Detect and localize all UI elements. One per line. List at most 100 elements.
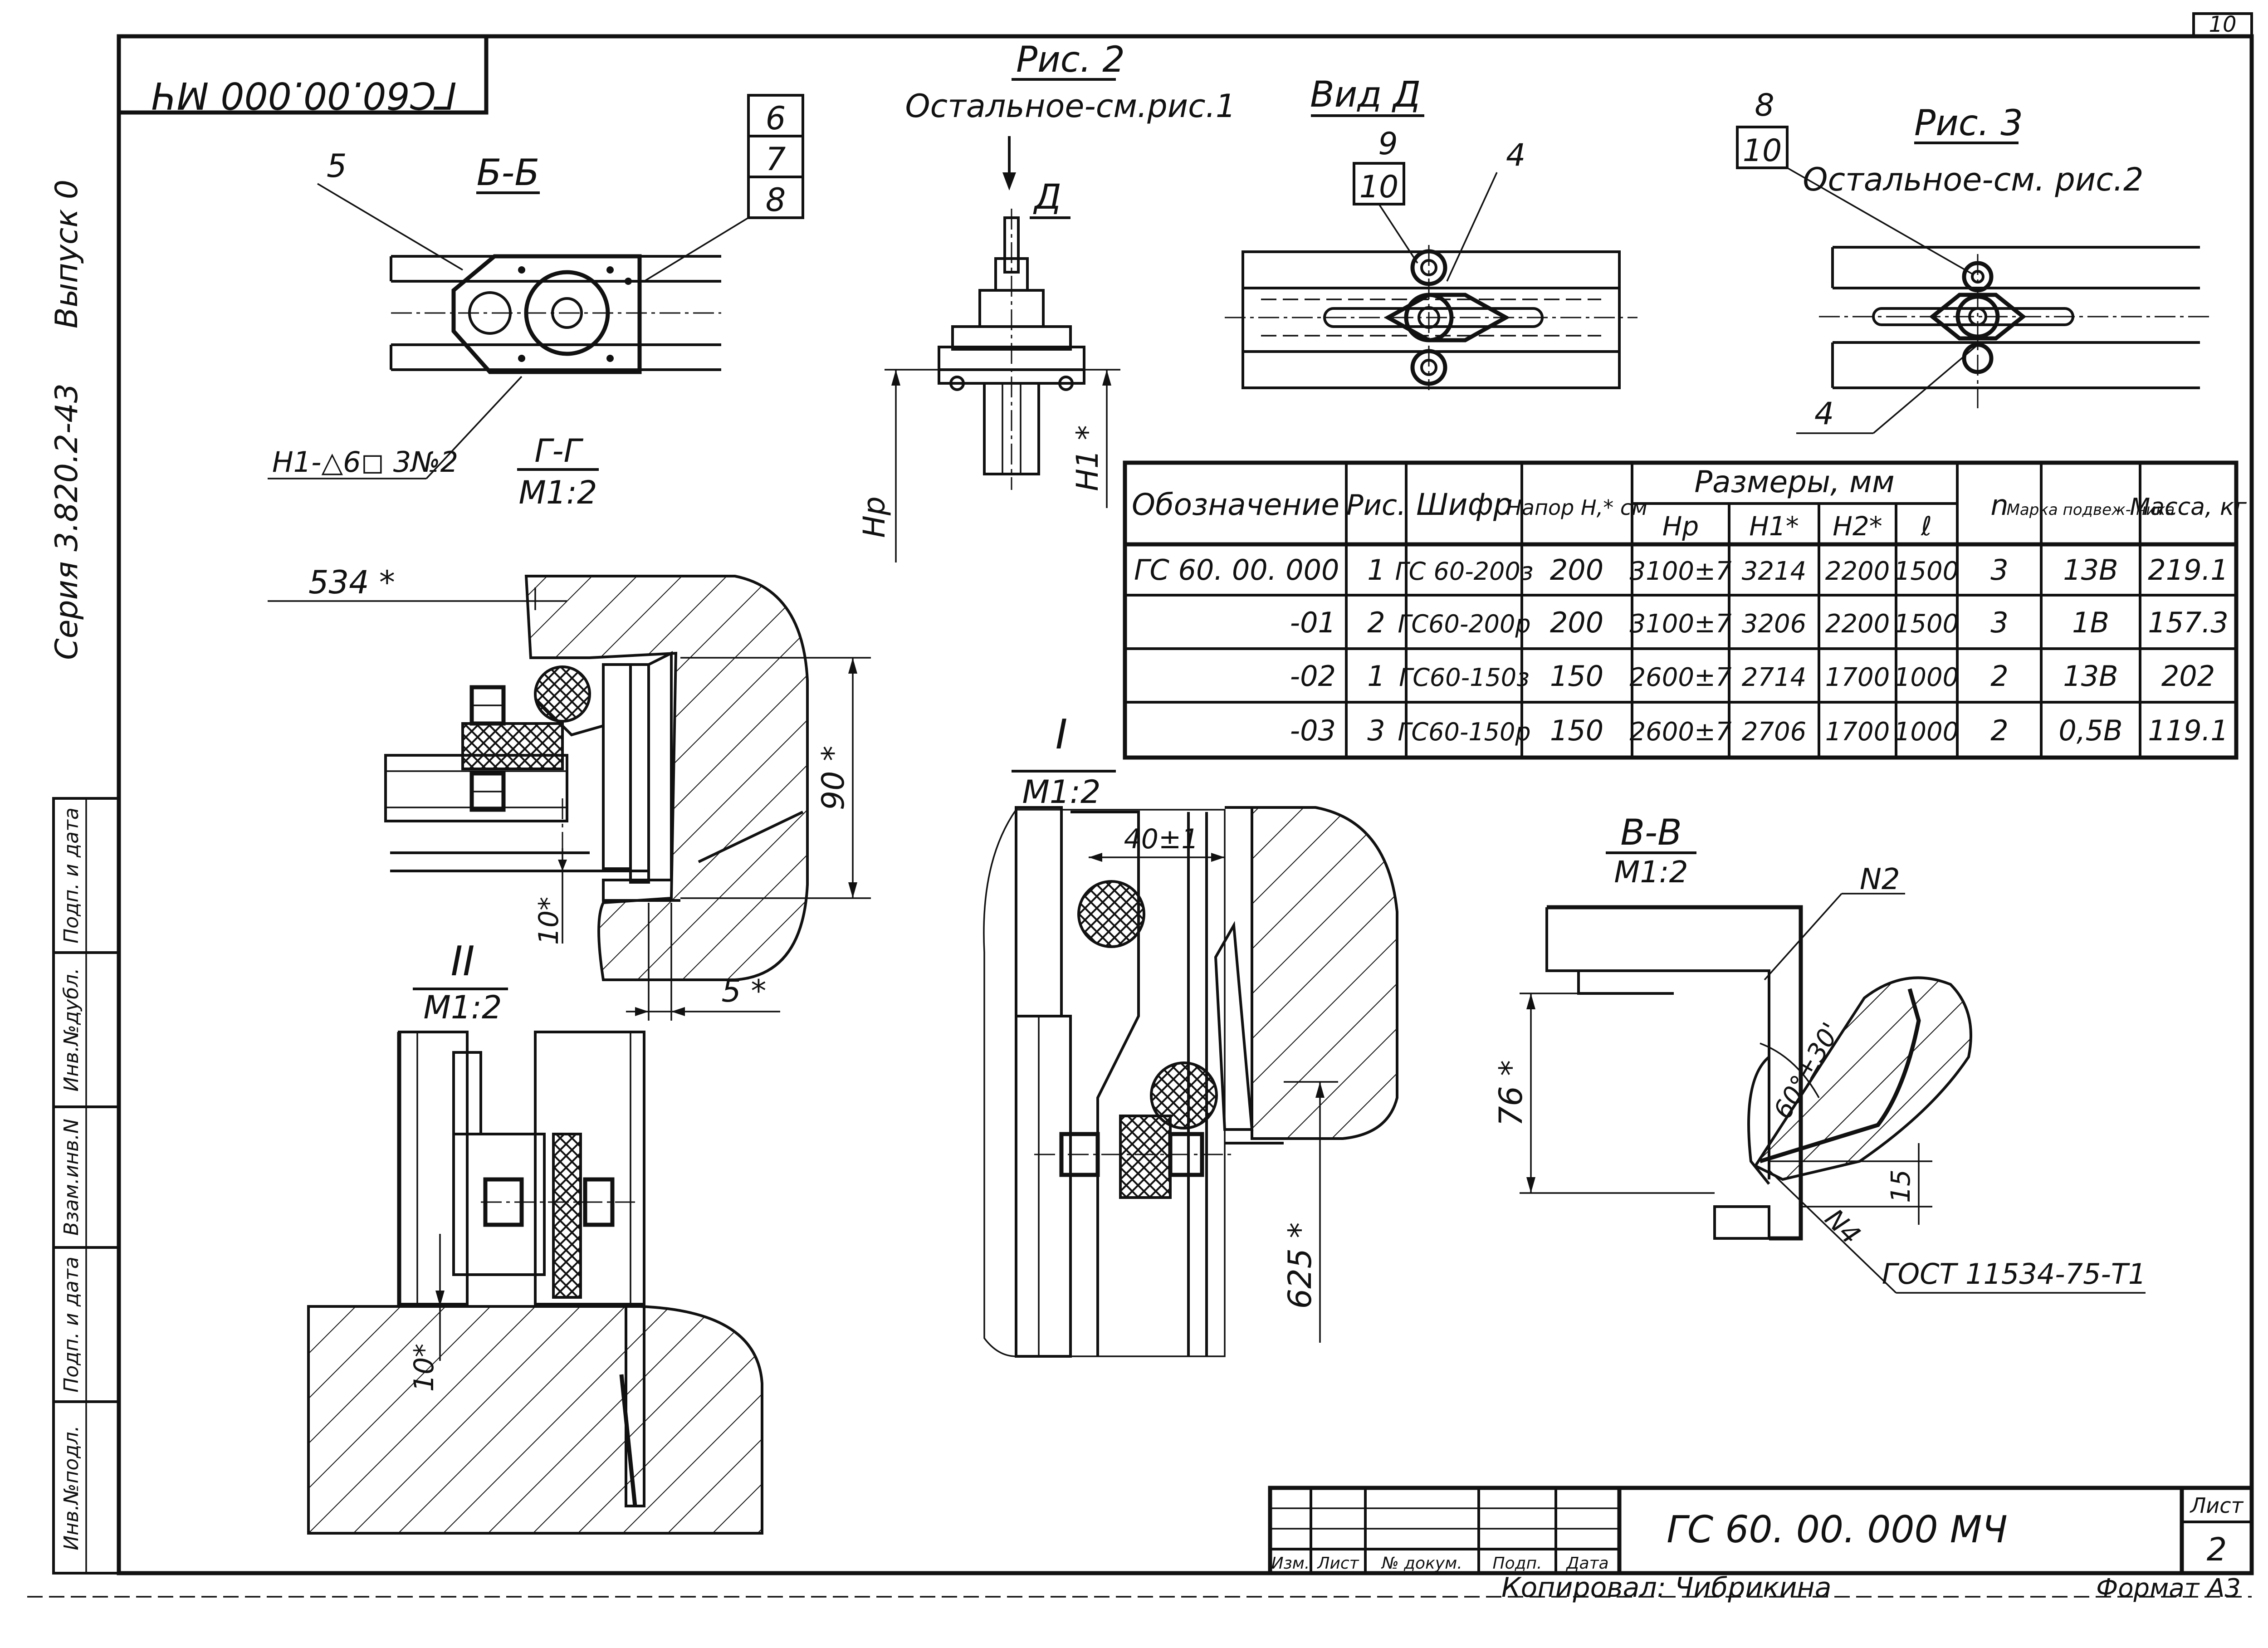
corner-number: 10 [2209,12,2236,37]
margin-cell-3: Взам.инв.N [60,1119,83,1236]
table-cell: 2714 [1742,663,1807,692]
view-d-label-4: 4 [1506,137,1525,173]
dim-76: 76 * [1492,1060,1530,1126]
gost-label: ГОСТ 11534-75-Т1 [1882,1257,2146,1291]
tb-col-doc: № докум. [1381,1554,1462,1573]
margin-cell-1: Инв.№подл. [60,1425,83,1550]
gg-title: Г-Г [534,432,583,469]
table-cell: 2600±7 [1629,717,1731,747]
fig3-label-4: 4 [1814,396,1834,432]
table-cell: 1 [1367,553,1385,587]
margin-cell-2: Подп. и дата [60,1257,83,1393]
fig2-note: Остальное-см.рис.1 [905,88,1236,125]
table-cell: 2200 [1825,557,1890,586]
table-cell: 1 [1367,660,1385,693]
side-issue: Выпуск 0 [49,180,85,328]
table-cell: 1000 [1894,663,1959,692]
tb-col-izm: Изм. [1271,1554,1310,1573]
left-margin-table: Подп. и дата Инв.№дубл. Взам.инв.N Подп.… [52,797,120,1575]
dim-h1: H1 * [1070,425,1105,491]
dim-40: 40±1 [1124,823,1199,855]
table-cell: 3206 [1742,609,1807,639]
table-cell: 150 [1550,660,1603,693]
fig3-title: Рис. 3 [1914,103,2023,144]
dim-hp: Hр [857,496,892,538]
th-n: n [1990,489,2008,522]
table-cell: 150 [1550,714,1603,747]
detail1-title: I [1056,711,1068,758]
doc-code: ГС 60. 00. 000 МЧ [1667,1508,2008,1551]
section-bb: Б-Б 5 6 7 8 Н1-△6◻ 3№2 Г-Г М1:2 [268,94,804,511]
fig3-note: Остальное-см. рис.2 [1803,161,2143,198]
table-cell: 3214 [1742,557,1807,586]
side-marks: Серия 3.820.2-43 Выпуск 0 [49,180,85,660]
view-d-arrow: Д [1033,176,1061,217]
bb-label-5: 5 [327,147,347,185]
table-cell: ГС 60-200з [1395,557,1534,586]
dim-534: 534 * [308,564,395,601]
main-seal-section: 534 * 90 * 10* [268,564,871,1021]
table-cell: 13В [2063,660,2118,693]
detail2-scale: М1:2 [423,989,502,1026]
bb-title: Б-Б [477,152,540,194]
table-cell: 2 [1990,714,2008,747]
gg-scale: М1:2 [518,474,597,511]
figure-2: Рис. 2 Остальное-см.рис.1 Д Hр H1 * [857,39,1236,562]
margin-cell-5: Подп. и дата [60,807,83,944]
table-cell: 0,5В [2058,714,2122,747]
table-cell: 1700 [1825,663,1890,692]
tb-col-date: Дата [1565,1554,1608,1573]
dim-15: 15 [1885,1169,1916,1203]
table-cell: 219.1 [2148,553,2229,587]
table-cell: 3100±7 [1629,609,1731,639]
n2-label: N2 [1860,863,1900,896]
th-designation: Обозначение [1132,487,1339,522]
th-figure: Рис. [1346,489,1406,522]
th-hp: Hр [1662,511,1699,542]
th-code: Шифр [1416,487,1512,522]
table-cell: 1В [2072,606,2109,639]
th-dimensions: Размеры, мм [1694,465,1894,499]
dim-10b: 10* [408,1344,440,1392]
dim-10a: 10* [533,897,565,945]
th-head: Напор Н,* см [1506,495,1647,520]
table-cell: ГС60-200р [1398,610,1530,638]
table-cell: ГС60-150з [1399,663,1530,692]
parameter-table: Обозначение Рис. Шифр Напор Н,* см Разме… [1123,460,2247,760]
table-cell: 13В [2063,553,2118,587]
detail2-title: II [450,938,474,985]
table-cell: 2 [1367,606,1385,639]
table-cell: 1700 [1825,717,1890,747]
sheet-label: Лист [2190,1493,2244,1518]
detail-1: I М1:2 40±1 625 * [983,711,1398,1358]
tb-col-sign: Подп. [1493,1554,1542,1573]
bb-label-7: 7 [766,141,786,178]
bb-label-8: 8 [766,181,786,219]
copied-by: Копировал: Чибрикина [1501,1572,1832,1604]
sheet-number: 2 [2207,1531,2227,1568]
table-cell: 2200 [1825,609,1890,639]
title-block: Изм. Лист № докум. Подп. Дата ГС 60. 00.… [1268,1486,2254,1604]
table-cell: 1500 [1894,609,1959,639]
table-cell: 3 [1990,553,2008,587]
bb-label-6: 6 [766,100,786,137]
table-cell: ГС60-150р [1398,718,1530,746]
table-cell: 200 [1550,606,1603,639]
figure-3: Рис. 3 Остальное-см. рис.2 8 10 4 [1736,88,2209,434]
table-cell: 157.3 [2148,606,2229,639]
vv-title: В-В [1620,812,1681,853]
dim-5: 5 * [722,973,767,1009]
table-cell: 2 [1990,660,2008,693]
th-l: ℓ [1921,511,1932,542]
vv-scale: М1:2 [1614,855,1688,890]
margin-cell-4: Инв.№дубл. [60,968,83,1091]
table-cell: -02 [1290,660,1336,693]
th-h2: H2* [1833,511,1882,542]
table-cell: 3 [1990,606,2008,639]
detail-2: II М1:2 10* [307,938,763,1535]
table-cell: -03 [1290,714,1336,747]
table-cell: -01 [1290,606,1336,639]
table-cell: 1500 [1894,557,1959,586]
table-cell: 200 [1550,553,1603,587]
